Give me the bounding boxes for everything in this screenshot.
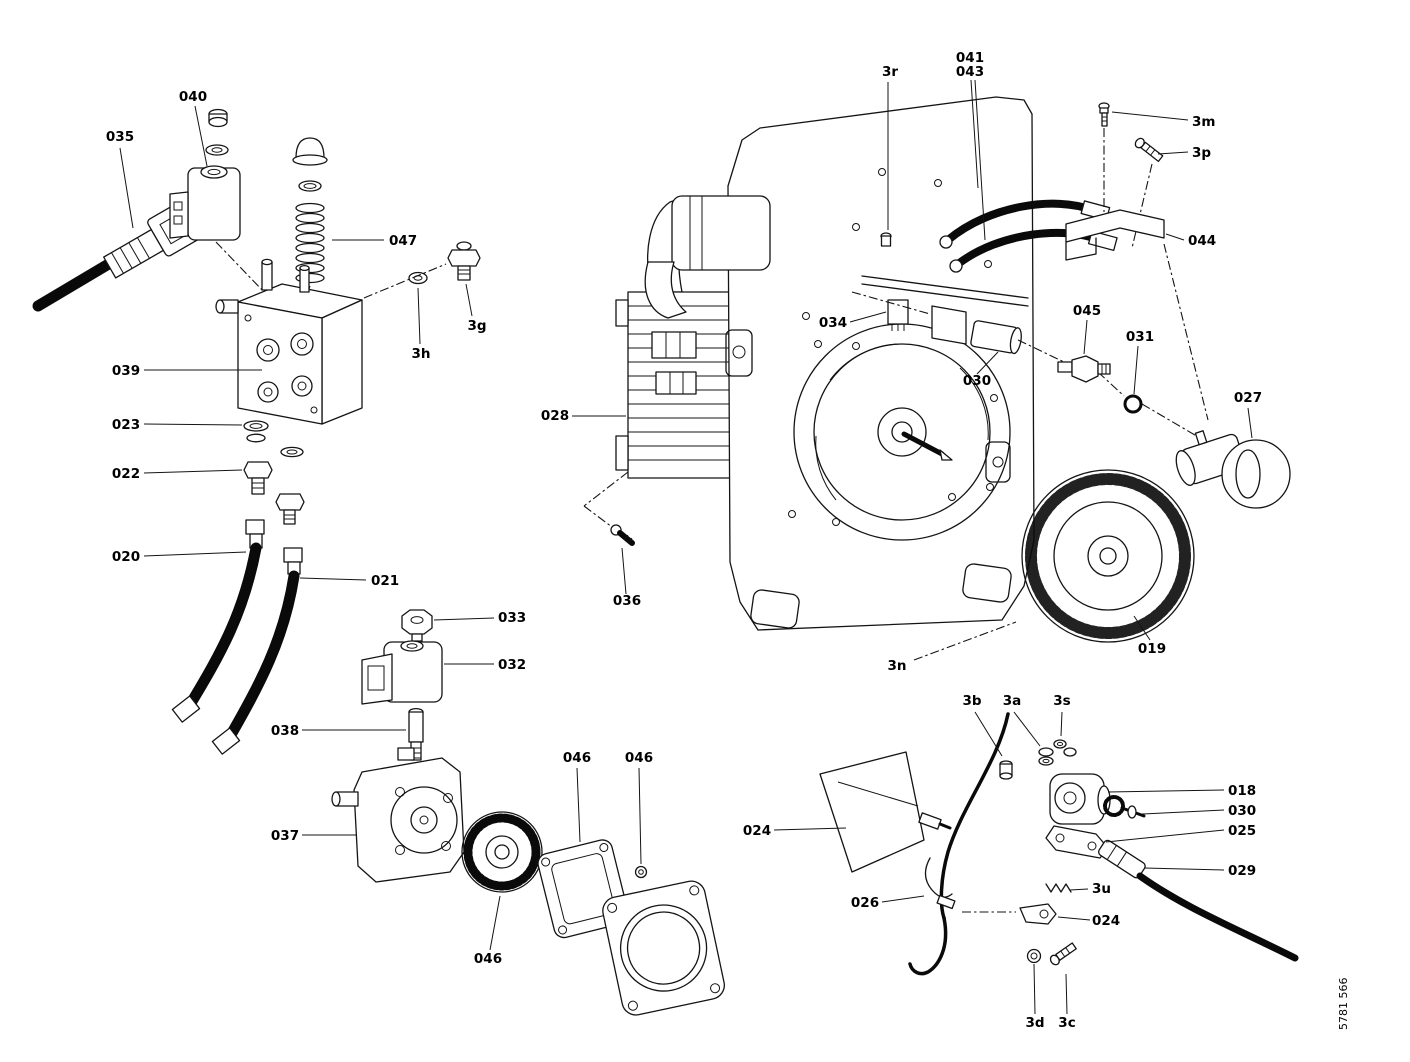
label-3m: 3m [1192,114,1215,130]
part-actuator-wire [908,712,1010,976]
leader-lines [119,105,1253,1015]
label-3p: 3p [1192,145,1211,161]
label-3u: 3u [1092,881,1111,897]
part-3u-spring [1045,883,1072,893]
part-3m-screw [1098,102,1110,212]
label-043: 043 [956,64,984,80]
part-3h-washer [408,271,428,285]
label-041: 041 [956,50,984,66]
label-3s: 3s [1053,693,1070,709]
part-019-wheel [1021,469,1195,643]
part-fan-cover [602,880,725,1016]
label-026: 026 [851,895,879,911]
label-3c: 3c [1058,1015,1075,1031]
label-033: 033 [498,610,526,626]
part-038-valve-stem [408,707,424,761]
label-023: 023 [112,417,140,433]
label-046a: 046 [563,750,591,766]
label-036: 036 [613,593,641,609]
part-033-nut [401,609,433,642]
part-024-lever [1019,903,1057,925]
part-044-bracket [1065,209,1209,421]
part-020-hoses [171,519,303,755]
label-040: 040 [179,89,207,105]
label-027: 027 [1234,390,1262,406]
label-047: 047 [389,233,417,249]
label-3b: 3b [962,693,981,709]
label-028: 028 [541,408,569,424]
label-018: 018 [1228,783,1256,799]
part-3b-spacer [999,760,1013,780]
part-031-o-ring [1123,394,1143,414]
part-036-screw [610,524,635,546]
label-034: 034 [819,315,847,331]
callout-labels: 035 040 047 3g 3h 039 023 022 020 021 03… [106,50,1262,1031]
label-024a: 024 [743,823,771,839]
label-021: 021 [371,573,399,589]
label-046b: 046 [625,750,653,766]
part-046-washer [634,865,648,879]
label-024b: 024 [1092,913,1120,929]
part-026-clip [924,857,956,910]
part-025-bracket [1045,825,1109,859]
label-3n: 3n [887,658,906,674]
label-019: 019 [1138,641,1166,657]
part-029-cable [1098,839,1299,962]
label-031: 031 [1126,329,1154,345]
label-038: 038 [271,723,299,739]
label-3g: 3g [467,318,486,334]
part-3p-screw [1131,137,1164,249]
label-3h: 3h [411,346,430,362]
label-022: 022 [112,466,140,482]
part-3a-washers [1038,747,1054,766]
label-030b: 030 [1228,803,1256,819]
part-047-spring [292,137,328,299]
part-046-pulley [461,811,543,893]
part-024-flag [819,751,952,873]
label-3d: 3d [1025,1015,1044,1031]
label-020: 020 [112,549,140,565]
document-number: 5781 566 [1337,978,1350,1031]
part-039-pump-block [215,258,363,425]
label-045: 045 [1073,303,1101,319]
part-3s-rings [1053,739,1077,757]
label-035: 035 [106,129,134,145]
leader-041 [970,79,979,189]
part-3r-bolt [880,82,892,247]
label-029: 029 [1228,863,1256,879]
part-3d-washer [1026,948,1042,964]
part-018-gearmotor [1049,773,1146,825]
part-045-fitting [1057,355,1111,383]
part-3c-screw [1049,942,1077,966]
label-032: 032 [498,657,526,673]
part-023-washers [243,420,304,458]
part-027-knob [1175,430,1291,509]
part-022-fittings [243,461,305,525]
label-039: 039 [112,363,140,379]
leader-043 [974,79,986,241]
label-3a: 3a [1003,693,1022,709]
label-037: 037 [271,828,299,844]
label-030a: 030 [963,373,991,389]
leader-3n [913,621,1017,661]
part-037-gear-block [331,747,465,883]
label-3r: 3r [882,64,898,80]
label-046c: 046 [474,951,502,967]
part-032-solenoid [361,640,443,705]
label-044: 044 [1188,233,1216,249]
label-025: 025 [1228,823,1256,839]
part-3g-fitting [447,241,481,281]
part-040-solenoid-coil [169,108,265,293]
